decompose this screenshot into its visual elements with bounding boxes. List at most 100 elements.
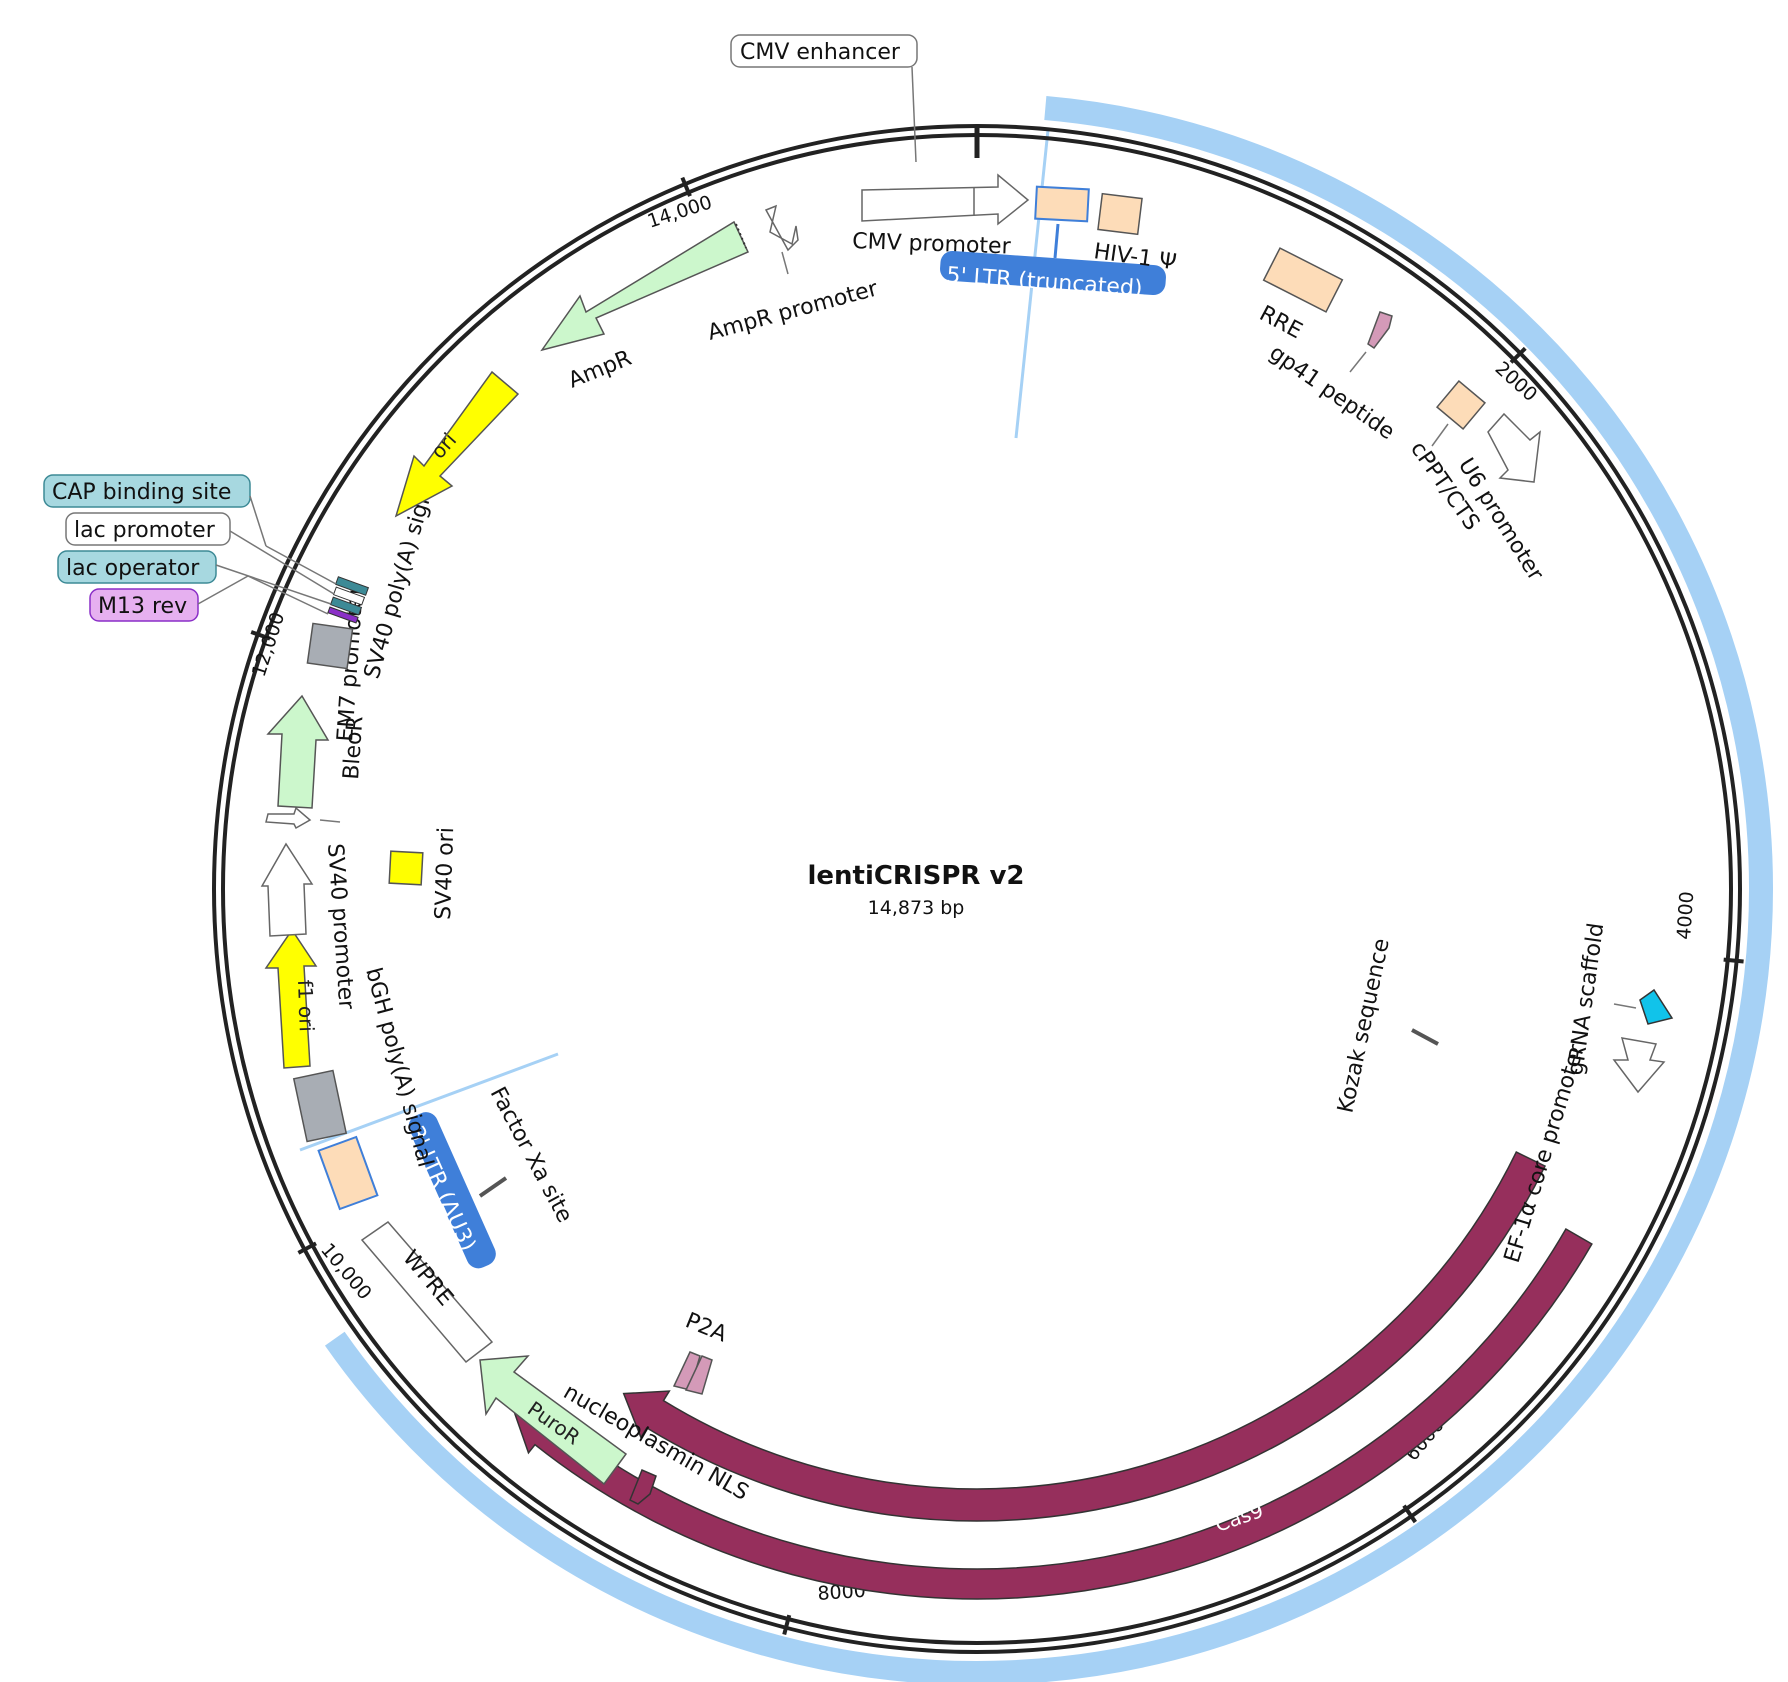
ori-feature[interactable]: ori — [394, 370, 520, 518]
ori-arrow — [394, 370, 520, 518]
cmv-promoter-arrow — [861, 173, 1030, 226]
lac-promoter-marker[interactable] — [332, 586, 366, 606]
ampr-feature[interactable]: AmpR — [540, 220, 750, 394]
tick-label: 4000 — [1673, 891, 1698, 941]
wpre-box — [360, 1221, 494, 1364]
lac-operator-callout[interactable]: lac operator — [57, 550, 332, 605]
bleor-feature[interactable]: BleoR — [266, 694, 368, 809]
cppt-box — [1435, 379, 1487, 431]
rre-label: RRE — [1255, 301, 1306, 344]
cap-callout[interactable]: CAP binding site — [43, 474, 337, 585]
u6-promoter-arrow — [1487, 412, 1541, 483]
m13rev-marker[interactable] — [327, 606, 359, 624]
kozak-label: Kozak sequence — [1333, 936, 1394, 1115]
sv40-promoter-label: SV40 promoter — [322, 843, 359, 1011]
m13rev-leader — [197, 575, 249, 605]
lac-operator-marker[interactable] — [329, 596, 363, 616]
lentiviral-region-band — [324, 96, 1773, 1682]
factor-xa-label: Factor Xa site — [485, 1083, 577, 1227]
tick-mark — [1402, 1504, 1417, 1524]
cas9-inner-label: Cas9 — [1160, 1383, 1215, 1425]
tick-mark — [782, 1614, 792, 1635]
ltr5-label-pill — [940, 250, 1166, 296]
tick-mark — [1723, 957, 1744, 964]
p2a-feature[interactable]: P2A — [672, 1308, 731, 1395]
bgh-label: bGH poly(A) signal — [360, 965, 437, 1170]
m13rev-callout[interactable]: M13 rev — [89, 575, 329, 622]
ampr-label: AmpR — [565, 346, 635, 394]
lac-operator-label: lac operator — [66, 556, 200, 581]
rre-box — [1262, 247, 1344, 313]
cmv-enhancer-callout[interactable]: CMV enhancer — [730, 34, 918, 163]
nls-marker — [629, 1469, 657, 1505]
ef1a-promoter-arrow — [1612, 1037, 1666, 1094]
ampr-promoter-leader — [781, 251, 789, 275]
rre-feature[interactable]: RRE — [1255, 247, 1344, 344]
cmv-promoter-feature[interactable]: CMV promoter — [852, 173, 1030, 260]
sv40-promoter-arrow — [260, 842, 314, 937]
cap-box — [43, 474, 251, 508]
cap-leader — [249, 495, 267, 547]
ltr3-feature[interactable]: 3' LTR (ΔU3) — [317, 1108, 500, 1272]
cppt-leader — [1431, 423, 1449, 447]
f1ori-label: f1 ori — [293, 979, 319, 1032]
ampr-dotted-boundary — [735, 223, 747, 249]
lac-operator-leader — [215, 564, 332, 605]
tick-mark — [250, 630, 271, 641]
factor-xa-feature[interactable]: Factor Xa site — [478, 1083, 577, 1227]
tick-mark — [297, 1241, 317, 1255]
ltr5-box — [1034, 185, 1090, 223]
grna-leader — [1613, 1003, 1637, 1009]
ampr-promoter-arrow — [764, 204, 799, 252]
lac-promoter-leader — [229, 530, 335, 595]
sv40-ori-label: SV40 ori — [431, 827, 459, 920]
em7-leader — [319, 819, 341, 823]
gp41-leader — [1349, 351, 1367, 373]
m13rev-box — [89, 588, 199, 622]
em7-promoter-arrow — [265, 806, 312, 830]
ef1a-feature[interactable]: EF-1α core promoter — [1500, 1037, 1666, 1266]
hiv-psi-box — [1097, 192, 1143, 236]
kozak-feature[interactable]: Kozak sequence — [1333, 936, 1439, 1115]
m13rev-label: M13 rev — [98, 594, 187, 619]
cas9-inner-arrow[interactable] — [622, 1151, 1547, 1522]
lac-promoter-callout[interactable]: lac promoter — [65, 512, 335, 595]
cmv-enhancer-box — [730, 34, 918, 68]
p2a-marker — [672, 1351, 701, 1391]
f1ori-arrow — [264, 928, 318, 1069]
plasmid-name: lentiCRISPR v2 — [807, 861, 1024, 891]
bgh-box — [292, 1069, 348, 1143]
ltr3-label-pill — [408, 1112, 496, 1269]
cmv-enhancer-leader — [911, 66, 917, 163]
tick-mark — [1509, 346, 1527, 364]
sv40-ori-feature[interactable]: SV40 ori — [388, 827, 459, 920]
kozak-marker — [1411, 1028, 1439, 1046]
gp41-marker — [1367, 311, 1393, 350]
lac-operator-box — [57, 550, 217, 584]
f1ori-feature[interactable]: f1 ori — [264, 928, 319, 1069]
p2a-label: P2A — [682, 1308, 731, 1347]
ltr5-leader — [1053, 223, 1060, 259]
ltr3-box — [317, 1135, 379, 1211]
gp41-label: gp41 peptide — [1265, 340, 1399, 445]
sv40-polya-box — [306, 622, 354, 670]
tick-mark — [680, 176, 692, 197]
hiv-psi-feature[interactable]: HIV-1 Ψ — [1092, 192, 1178, 276]
p2a-marker-2 — [684, 1355, 713, 1395]
cap-label: CAP binding site — [52, 480, 231, 505]
ampr-promoter-label: AmpR promoter — [705, 276, 881, 346]
factor-xa-marker — [478, 1176, 508, 1198]
grna-scaffold-marker — [1639, 988, 1674, 1025]
cmv-enhancer-label: CMV enhancer — [740, 40, 901, 65]
cap-leader-2 — [265, 545, 337, 585]
puror-arrow — [479, 1355, 628, 1486]
bleor-arrow — [266, 694, 330, 809]
lac-promoter-label: lac promoter — [74, 518, 216, 543]
sv40-ori-box — [388, 850, 424, 886]
ef1a-label: EF-1α core promoter — [1500, 1041, 1590, 1266]
cap-site-marker[interactable] — [334, 576, 370, 596]
plasmid-size: 14,873 bp — [868, 897, 965, 919]
lac-promoter-box — [65, 512, 231, 546]
